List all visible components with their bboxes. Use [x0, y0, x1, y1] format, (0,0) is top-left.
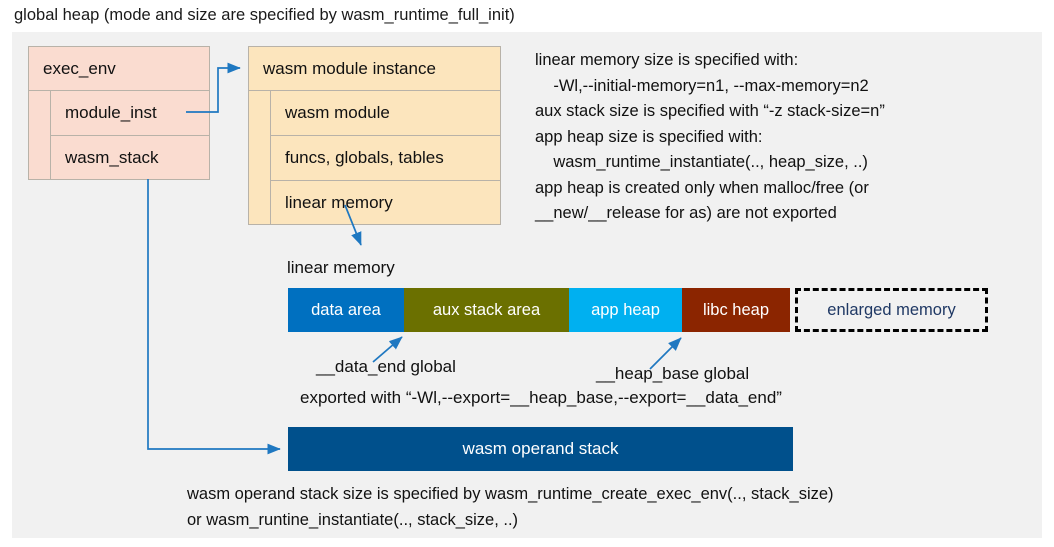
module-instance-header: wasm module instance	[249, 47, 500, 91]
wasm-operand-stack-bar: wasm operand stack	[288, 427, 793, 471]
module-instance-body: wasm module funcs, globals, tables linea…	[249, 91, 500, 225]
annotation-data-end: __data_end global	[316, 357, 456, 376]
exec-env-gutter	[29, 91, 51, 180]
module-instance-row-linear-memory: linear memory	[285, 193, 393, 212]
memory-segment-label: aux stack area	[432, 300, 541, 319]
module-instance-row-funcs-globals-tables: funcs, globals, tables	[271, 136, 500, 181]
page-title: global heap (mode and size are specified…	[14, 6, 515, 24]
exec-env-body: module_inst wasm_stack	[29, 91, 209, 180]
memory-segment-enlarged-memory: enlarged memory	[795, 288, 988, 332]
memory-segment-label: app heap	[591, 300, 660, 319]
memory-segment-aux-stack-area: aux stack area	[404, 288, 569, 332]
memory-segment-data-area: data area	[288, 288, 404, 332]
exec-env-header: exec_env	[29, 47, 209, 91]
wasm-module-instance-box: wasm module instance wasm module funcs, …	[248, 46, 501, 225]
linear-memory-bar: data area aux stack area app heap libc heap…	[288, 288, 988, 332]
exec-env-row-module-inst: module_inst	[51, 91, 209, 136]
memory-segment-libc-heap: libc heap	[682, 288, 790, 332]
module-instance-row-wasm-module: wasm module	[271, 91, 500, 136]
exec-env-box: exec_env module_inst wasm_stack	[28, 46, 210, 180]
exec-env-row-wasm-stack: wasm_stack	[65, 148, 159, 167]
memory-segment-label: libc heap	[702, 300, 770, 319]
annotation-heap-base: __heap_base global	[596, 364, 750, 383]
linear-memory-note: linear memory size is specified with: -W…	[535, 51, 885, 222]
annotation-exported-with: exported with “-Wl,--export=__heap_base,…	[300, 388, 782, 407]
module-instance-gutter	[249, 91, 271, 225]
linear-memory-label: linear memory	[287, 258, 395, 277]
memory-segment-app-heap: app heap	[569, 288, 682, 332]
memory-segment-label: data area	[311, 300, 381, 319]
memory-segment-label: enlarged memory	[827, 300, 956, 319]
operand-stack-note: wasm operand stack size is specified by …	[187, 485, 834, 529]
